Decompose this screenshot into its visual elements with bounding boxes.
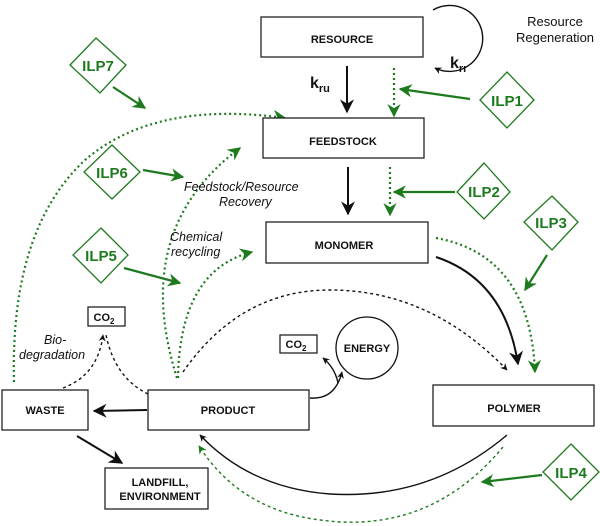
resource-regeneration-label-2: Regeneration [516, 30, 594, 45]
ilp4-pointer [480, 473, 543, 488]
energy-to-co2-arrow [322, 357, 339, 384]
biodegradation-arrow [62, 334, 106, 389]
svg-text:POLYMER: POLYMER [487, 403, 540, 415]
product-to-polymer-dashed-arrow [182, 289, 508, 373]
svg-text:ILP3: ILP3 [535, 215, 567, 232]
resource-box: RESOURCE [260, 16, 424, 58]
svg-text:ENVIRONMENT: ENVIRONMENT [119, 491, 201, 503]
svg-text:RESOURCE: RESOURCE [311, 34, 373, 46]
ilp6-diamond: ILP6 [83, 144, 141, 200]
ilp1-pointer [398, 84, 471, 101]
chemical-recycling-label-2: recycling [171, 245, 220, 259]
k-rr-label: krr [450, 55, 468, 75]
landfill-environment-box: LANDFILL, ENVIRONMENT [104, 467, 209, 510]
ilp3-dotted-arrow [435, 236, 542, 374]
svg-text:ILP1: ILP1 [491, 93, 523, 110]
biodegradation-label: Bio- [44, 333, 66, 347]
svg-text:PRODUCT: PRODUCT [201, 405, 256, 417]
product-to-energy-arrow [309, 371, 344, 399]
k-ru-label: kru [310, 75, 330, 95]
ilp5-pointer [123, 266, 182, 287]
polymer-to-product-arrow [199, 434, 508, 496]
resource-regeneration-label: Resource [527, 14, 583, 29]
svg-text:ILP7: ILP7 [82, 58, 114, 75]
feedstock-box: FEEDSTOCK [262, 117, 425, 159]
ilp4-diamond: ILP4 [542, 443, 600, 501]
svg-text:ILP2: ILP2 [468, 184, 500, 201]
svg-text:ILP5: ILP5 [85, 248, 117, 265]
svg-text:LANDFILL,: LANDFILL, [132, 477, 189, 489]
ilp3-pointer [524, 254, 548, 292]
biodegradation-label-2: degradation [19, 348, 85, 362]
ilp7-pointer [112, 86, 147, 109]
monomer-box: MONOMER [265, 221, 429, 264]
monomer-to-polymer-arrow [435, 256, 523, 366]
svg-text:ILP6: ILP6 [96, 165, 128, 182]
chemical-recycling-label: Chemical [170, 230, 223, 244]
ilp1-diamond: ILP1 [479, 71, 535, 129]
ilp4-dashed-arrow [198, 445, 504, 523]
svg-text:CO2: CO2 [286, 339, 308, 353]
waste-to-feedstock-dotted-loop [12, 109, 287, 383]
co2-box-biodegradation: CO2 [87, 306, 126, 327]
ilp5-diamond: ILP5 [72, 227, 129, 284]
ilp7-diamond: ILP7 [69, 37, 127, 94]
svg-text:CO2: CO2 [94, 312, 116, 326]
ilp3-diamond: ILP3 [523, 195, 579, 251]
ilp6-pointer [142, 168, 185, 182]
svg-text:MONOMER: MONOMER [315, 240, 374, 252]
feedstock-recovery-label-2: Recovery [219, 195, 273, 209]
resource-regeneration-arrow [432, 4, 484, 74]
product-box: PRODUCT [147, 389, 310, 431]
svg-text:WASTE: WASTE [25, 405, 64, 417]
waste-box: WASTE [1, 389, 89, 431]
ilp2-diamond: ILP2 [456, 162, 511, 220]
feedstock-recovery-label: Feedstock/Resource [184, 180, 299, 194]
product-to-waste-arrow [92, 403, 148, 418]
svg-text:ILP4: ILP4 [555, 465, 587, 482]
product-biodegradation-dashed [105, 334, 149, 395]
svg-text:FEEDSTOCK: FEEDSTOCK [309, 136, 377, 148]
energy-circle: ENERGY [335, 316, 399, 380]
polymer-box: POLYMER [432, 384, 595, 427]
waste-to-landfill-arrow [76, 435, 124, 464]
svg-text:ENERGY: ENERGY [344, 343, 391, 355]
co2-box-energy: CO2 [279, 334, 318, 354]
product-to-monomer-dotted-loop [176, 248, 254, 379]
